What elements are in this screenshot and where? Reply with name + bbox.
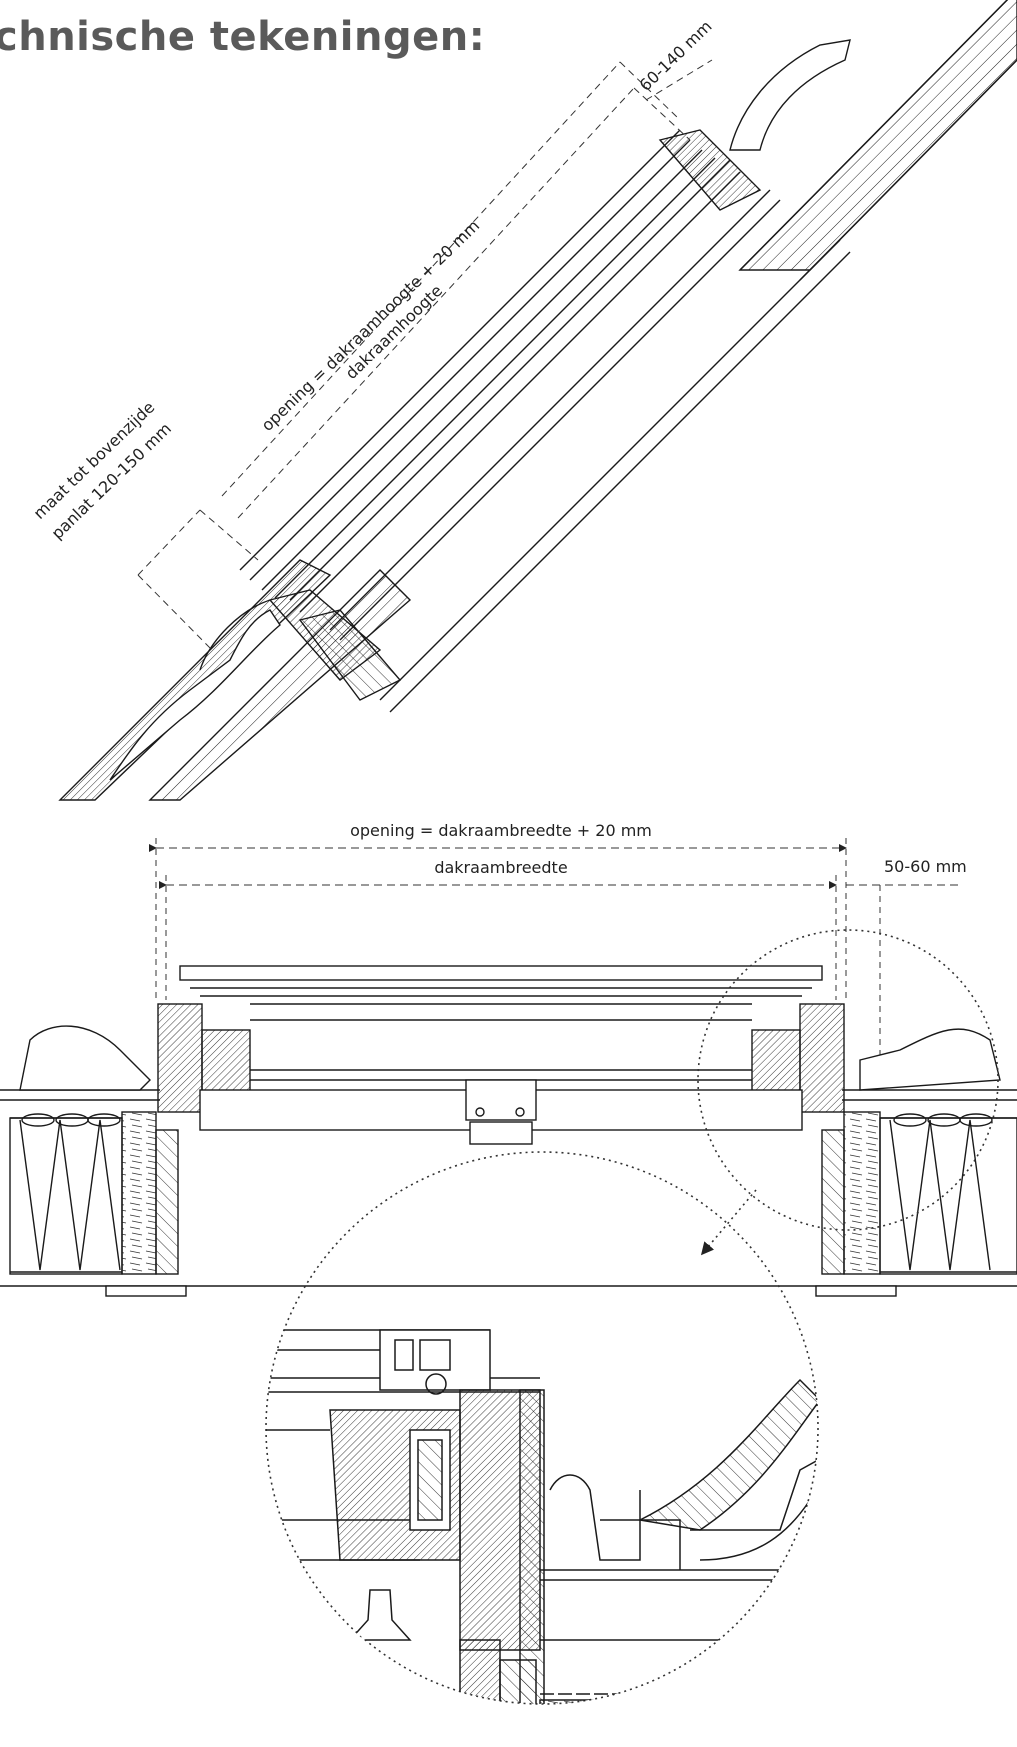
roof-rafter-upper [738, 0, 1017, 281]
insulation-right [879, 1113, 1017, 1275]
detail-enlargement [265, 1151, 819, 1705]
dim-top-right-label: 60-140 mm [636, 17, 716, 95]
section-dimension-lines [137, 59, 713, 651]
window-frame-diagonal [239, 129, 851, 713]
dim-side-label: 50-60 mm [884, 857, 967, 876]
dim-opening-width-label: opening = dakraambreedte + 20 mm [350, 821, 652, 840]
section-view [58, 0, 1017, 801]
insulation-left [9, 1113, 123, 1275]
detail-marker-circle [697, 929, 999, 1231]
front-view: opening = dakraambreedte + 20 mm dakraam… [0, 821, 1017, 1297]
dim-window-width-label: dakraambreedte [434, 858, 567, 877]
detail-pointer-arrow [700, 1189, 757, 1256]
page-title: chnische tekeningen: [0, 14, 486, 60]
